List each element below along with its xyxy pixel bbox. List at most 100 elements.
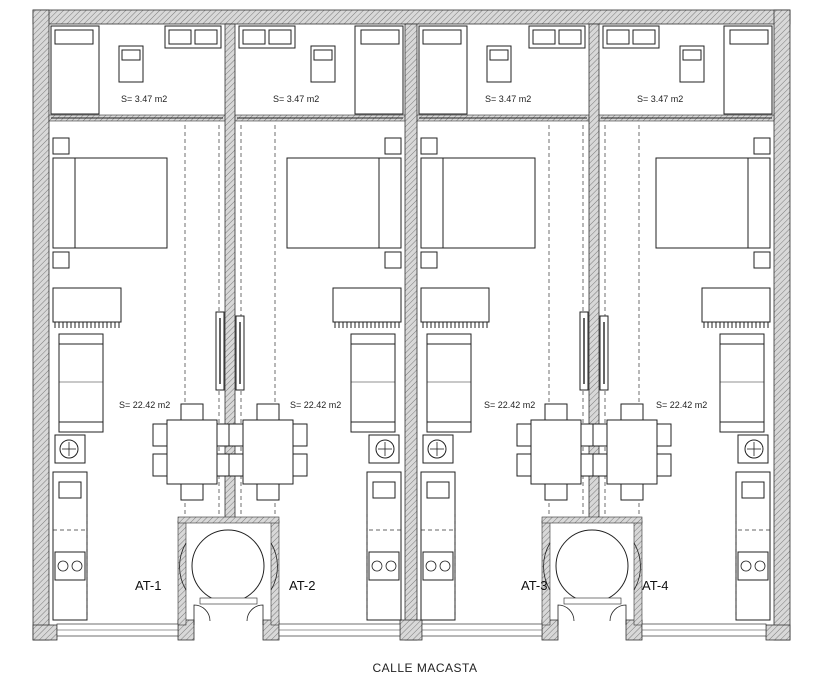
night-table-top — [753, 137, 771, 155]
wardrobe — [701, 287, 771, 323]
chair — [228, 423, 244, 447]
hob-ring — [385, 560, 397, 572]
sofa-arm-top — [350, 333, 396, 345]
chair — [292, 453, 308, 477]
basin-left — [632, 29, 656, 45]
unit-label-at-4: AT-4 — [642, 578, 669, 593]
sofa — [719, 333, 765, 433]
wardrobe — [420, 287, 490, 323]
wardrobe — [52, 287, 122, 323]
main-area-at-3: S= 22.42 m2 — [484, 400, 535, 410]
street-name: CALLE MACASTA — [373, 661, 478, 675]
basin-left — [168, 29, 192, 45]
sofa-arm-top — [58, 333, 104, 345]
toilet-tank — [121, 49, 141, 61]
unit-furniture-1 — [50, 25, 232, 621]
main-area-at-4: S= 22.42 m2 — [656, 400, 707, 410]
units-layer — [50, 25, 773, 621]
hob-ring — [371, 560, 383, 572]
basin-right — [606, 29, 630, 45]
chair — [256, 403, 280, 421]
bath-area-at-4: S= 3.47 m2 — [637, 94, 683, 104]
chair — [516, 423, 532, 447]
toilet-tank — [489, 49, 509, 61]
dining-table — [530, 419, 582, 485]
hob-ring — [71, 560, 83, 572]
night-table-bottom — [52, 251, 70, 269]
chair — [180, 403, 204, 421]
bed-headboard — [747, 157, 771, 249]
chair — [180, 483, 204, 501]
chair — [656, 423, 672, 447]
sink — [741, 481, 765, 499]
partition-panel-2 — [579, 311, 609, 391]
sofa-arm-bottom — [426, 421, 472, 433]
chair — [620, 483, 644, 501]
night-table-top — [384, 137, 402, 155]
basin-right — [194, 29, 218, 45]
chair — [292, 423, 308, 447]
entrance-left — [179, 529, 278, 625]
basin-right — [242, 29, 266, 45]
sink — [58, 481, 82, 499]
dining-table — [606, 419, 658, 485]
main-area-at-1: S= 22.42 m2 — [119, 400, 170, 410]
chair — [228, 453, 244, 477]
unit-label-at-2: AT-2 — [289, 578, 316, 593]
dining-table — [166, 419, 218, 485]
night-table-bottom — [753, 251, 771, 269]
bed-headboard — [378, 157, 402, 249]
entrance-right — [543, 529, 641, 625]
labels: S= 3.47 m2 S= 3.47 m2 S= 3.47 m2 S= 3.47… — [119, 94, 707, 675]
unit-label-at-1: AT-1 — [135, 578, 162, 593]
bed-headboard — [52, 157, 76, 249]
bath-area-at-3: S= 3.47 m2 — [485, 94, 531, 104]
shower-head-box — [54, 29, 94, 45]
chair — [152, 423, 168, 447]
night-table-bottom — [420, 251, 438, 269]
night-table-top — [52, 137, 70, 155]
sofa — [426, 333, 472, 433]
toilet-tank — [313, 49, 333, 61]
sofa-arm-top — [426, 333, 472, 345]
unit-furniture-4 — [592, 25, 773, 621]
wardrobe — [332, 287, 402, 323]
bath-area-at-2: S= 3.47 m2 — [273, 94, 319, 104]
chair — [544, 483, 568, 501]
toilet-tank — [682, 49, 702, 61]
hob-ring — [57, 560, 69, 572]
chair — [592, 423, 608, 447]
unit-furniture-3 — [418, 25, 596, 621]
bed-headboard — [420, 157, 444, 249]
night-table-top — [420, 137, 438, 155]
chair — [256, 483, 280, 501]
night-table-bottom — [384, 251, 402, 269]
facade-windows — [56, 623, 767, 637]
chair — [656, 453, 672, 477]
walls — [32, 9, 791, 641]
chair — [620, 403, 644, 421]
partition-panel-1 — [215, 311, 245, 391]
main-area-at-2: S= 22.42 m2 — [290, 400, 341, 410]
hob-ring — [754, 560, 766, 572]
basin-right — [558, 29, 582, 45]
sofa-arm-bottom — [350, 421, 396, 433]
dining-table — [242, 419, 294, 485]
sofa-arm-bottom — [58, 421, 104, 433]
sofa — [58, 333, 104, 433]
sink — [372, 481, 396, 499]
unit-furniture-2 — [228, 25, 404, 621]
bath-area-at-1: S= 3.47 m2 — [121, 94, 167, 104]
shower-head-box — [729, 29, 769, 45]
unit-label-at-3: AT-3 — [521, 578, 548, 593]
sink — [426, 481, 450, 499]
sofa — [350, 333, 396, 433]
shower-head-box — [422, 29, 462, 45]
chair — [592, 453, 608, 477]
sofa-arm-top — [719, 333, 765, 345]
basin-left — [268, 29, 292, 45]
hob-ring — [425, 560, 437, 572]
hob-ring — [740, 560, 752, 572]
chair — [152, 453, 168, 477]
